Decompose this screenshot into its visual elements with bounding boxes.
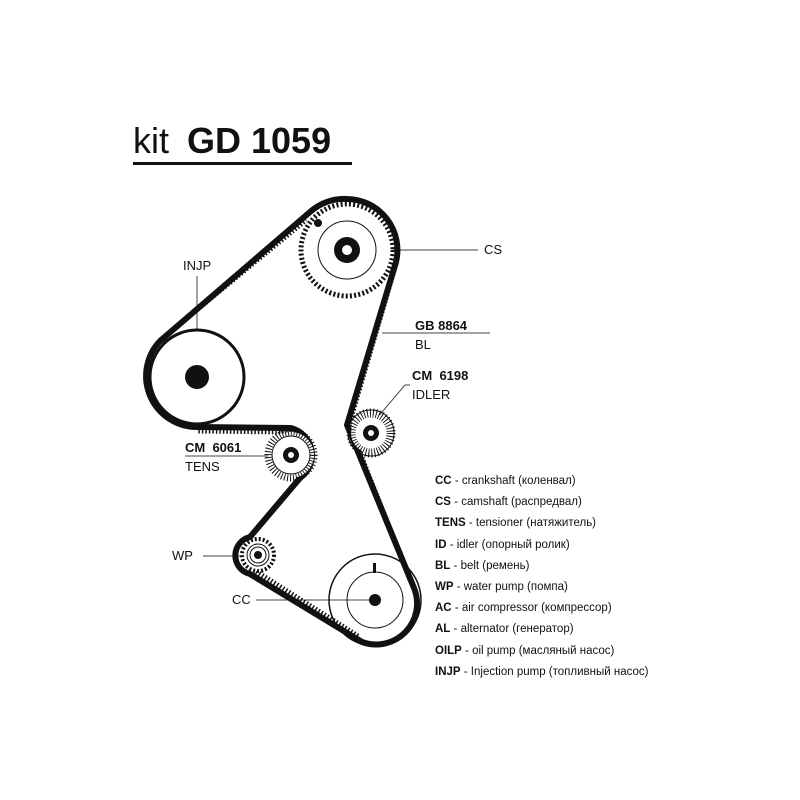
camshaft-pulley [298,201,396,299]
label-injp: INJP [183,258,212,273]
legend-text: - oil pump (масляный насос) [461,644,615,657]
legend-abbr: CS [435,496,451,509]
legend-abbr: BL [435,559,451,572]
label-tens-code: CM 6061 [185,440,242,455]
kit-code: GD 1059 [187,120,332,161]
legend-abbr: AC [435,602,452,615]
label-tens: TENS [185,459,220,474]
legend-item: ID - idler (опорный ролик) [435,537,648,558]
label-belt: BL [415,337,431,352]
kit-title: kit GD 1059 [133,120,331,162]
label-belt-code: GB 8864 [415,318,468,333]
timing-belt [143,195,421,648]
legend-text: - tensioner (натяжитель) [465,517,597,530]
legend-text: - idler (опорный ролик) [446,538,570,551]
legend-item: WP - water pump (помпа) [435,579,648,600]
legend-item: CC - crankshaft (коленвал) [435,473,648,494]
label-idler: IDLER [412,387,451,402]
label-idler-code: CM 6198 [412,368,469,383]
crankshaft-pulley [346,563,404,629]
legend-text: - camshaft (распредвал) [450,496,582,509]
idler-pulley [346,408,396,458]
label-cs: CS [484,242,503,257]
legend-abbr: INJP [435,665,461,678]
legend-item: INJP - Injection pump (топливный насос) [435,664,648,685]
legend-item: AC - air compressor (компрессор) [435,600,648,621]
legend-abbr: AL [435,623,451,636]
legend-item: AL - alternator (генератор) [435,621,648,642]
legend-text: - belt (ремень) [450,559,530,572]
legend-item: TENS - tensioner (натяжитель) [435,515,648,536]
water-pump-pulley [240,537,276,573]
title-underline [133,162,352,165]
tensioner-pulley [264,428,318,482]
title-prefix: kit [133,120,169,161]
legend-text: - crankshaft (коленвал) [451,475,576,487]
legend-abbr: TENS [435,517,466,530]
legend-item: OILP - oil pump (масляный насос) [435,643,648,664]
legend-abbr: ID [435,538,447,551]
label-wp: WP [172,548,193,563]
legend: CC - crankshaft (коленвал) CS - camshaft… [435,473,648,685]
label-cc: CC [232,592,251,607]
legend-text: - alternator (генератор) [450,623,574,636]
legend-item: CS - camshaft (распредвал) [435,494,648,515]
legend-text: - Injection pump (топливный насос) [460,665,649,678]
legend-abbr: OILP [435,644,462,657]
legend-abbr: CC [435,475,452,487]
legend-abbr: WP [435,580,454,593]
legend-text: - water pump (помпа) [453,580,568,593]
injection-pump-pulley [148,328,246,426]
legend-text: - air compressor (компрессор) [451,602,612,615]
legend-item: BL - belt (ремень) [435,558,648,579]
